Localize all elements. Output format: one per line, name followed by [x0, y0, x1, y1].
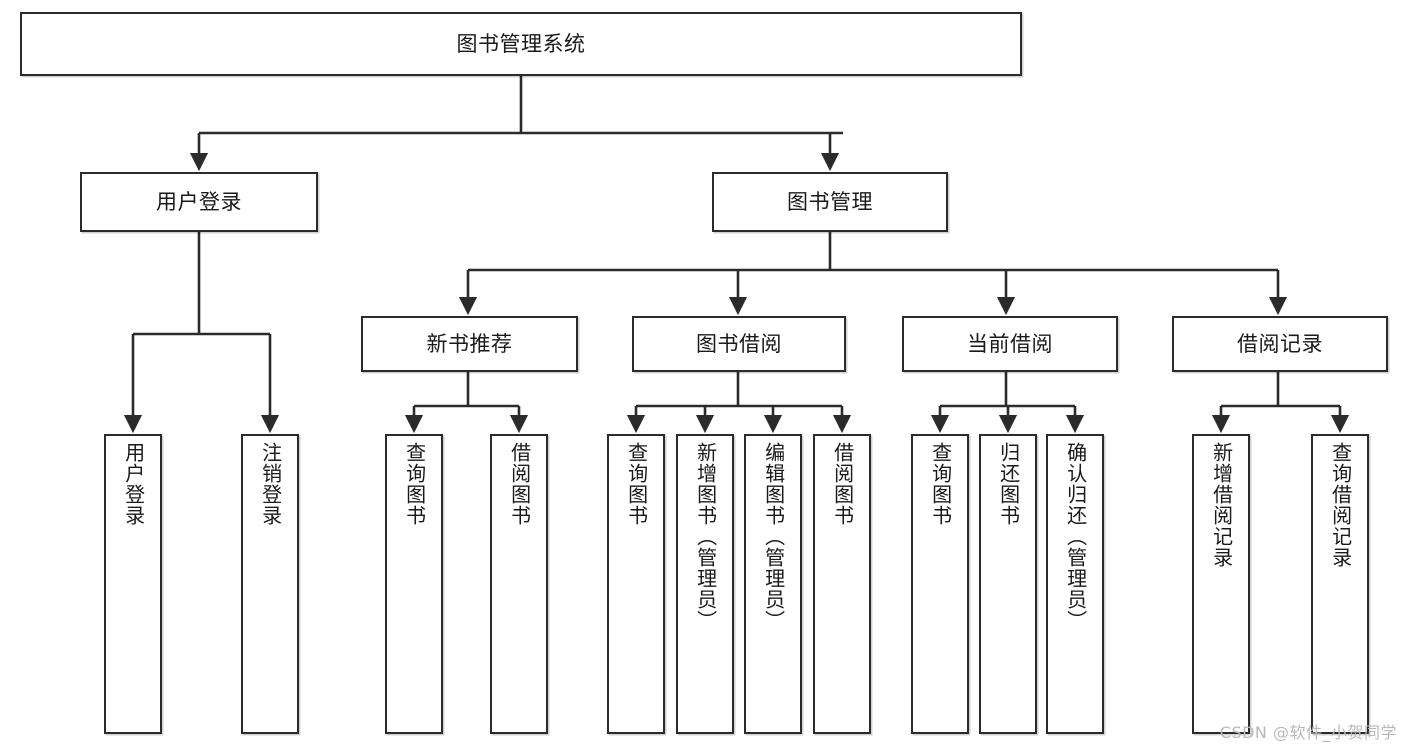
node-borrow-record-label: 借阅记录	[1237, 331, 1323, 356]
leaf-return-book[interactable]: 归还图书	[979, 434, 1037, 734]
node-root[interactable]: 图书管理系统	[20, 12, 1022, 76]
leaf-confirm-return-label: 确认归还（管理员）	[1063, 442, 1088, 631]
leaf-query-record-label: 查询借阅记录	[1328, 442, 1353, 568]
node-new-book-recommend[interactable]: 新书推荐	[361, 316, 578, 372]
node-book-borrow[interactable]: 图书借阅	[632, 316, 846, 372]
node-current-borrow[interactable]: 当前借阅	[902, 316, 1118, 372]
leaf-query-book-1-label: 查询图书	[402, 442, 427, 526]
node-book-borrow-label: 图书借阅	[696, 331, 782, 356]
leaf-borrow-book-2[interactable]: 借阅图书	[813, 434, 871, 734]
leaf-user-login-label: 用户登录	[121, 442, 146, 526]
node-current-borrow-label: 当前借阅	[967, 331, 1053, 356]
leaf-confirm-return[interactable]: 确认归还（管理员）	[1046, 434, 1104, 734]
leaf-user-logout-label: 注销登录	[258, 442, 283, 526]
node-new-book-recommend-label: 新书推荐	[426, 331, 513, 356]
leaf-add-record[interactable]: 新增借阅记录	[1192, 434, 1250, 734]
leaf-query-book-2-label: 查询图书	[624, 442, 649, 526]
node-user-login[interactable]: 用户登录	[80, 172, 318, 232]
leaf-add-record-label: 新增借阅记录	[1209, 442, 1234, 568]
node-book-manage-label: 图书管理	[787, 189, 873, 214]
leaf-add-book[interactable]: 新增图书（管理员）	[676, 434, 734, 734]
node-borrow-record[interactable]: 借阅记录	[1172, 316, 1388, 372]
leaf-borrow-book-1[interactable]: 借阅图书	[490, 434, 548, 734]
leaf-user-login[interactable]: 用户登录	[104, 434, 162, 734]
leaf-add-book-label: 新增图书（管理员）	[693, 442, 718, 631]
leaf-borrow-book-2-label: 借阅图书	[830, 442, 855, 526]
node-book-manage[interactable]: 图书管理	[712, 172, 948, 232]
leaf-return-book-label: 归还图书	[996, 442, 1021, 526]
leaf-user-logout[interactable]: 注销登录	[241, 434, 299, 734]
leaf-borrow-book-1-label: 借阅图书	[507, 442, 532, 526]
leaf-query-book-1[interactable]: 查询图书	[385, 434, 443, 734]
leaf-edit-book[interactable]: 编辑图书（管理员）	[744, 434, 802, 734]
node-root-label: 图书管理系统	[456, 31, 586, 56]
leaf-query-record[interactable]: 查询借阅记录	[1311, 434, 1369, 734]
leaf-query-book-2[interactable]: 查询图书	[607, 434, 665, 734]
node-user-login-label: 用户登录	[156, 189, 242, 214]
leaf-query-book-3-label: 查询图书	[928, 442, 953, 526]
leaf-edit-book-label: 编辑图书（管理员）	[761, 442, 786, 631]
leaf-query-book-3[interactable]: 查询图书	[911, 434, 969, 734]
watermark: CSDN @软件_小贺同学	[1219, 723, 1397, 742]
